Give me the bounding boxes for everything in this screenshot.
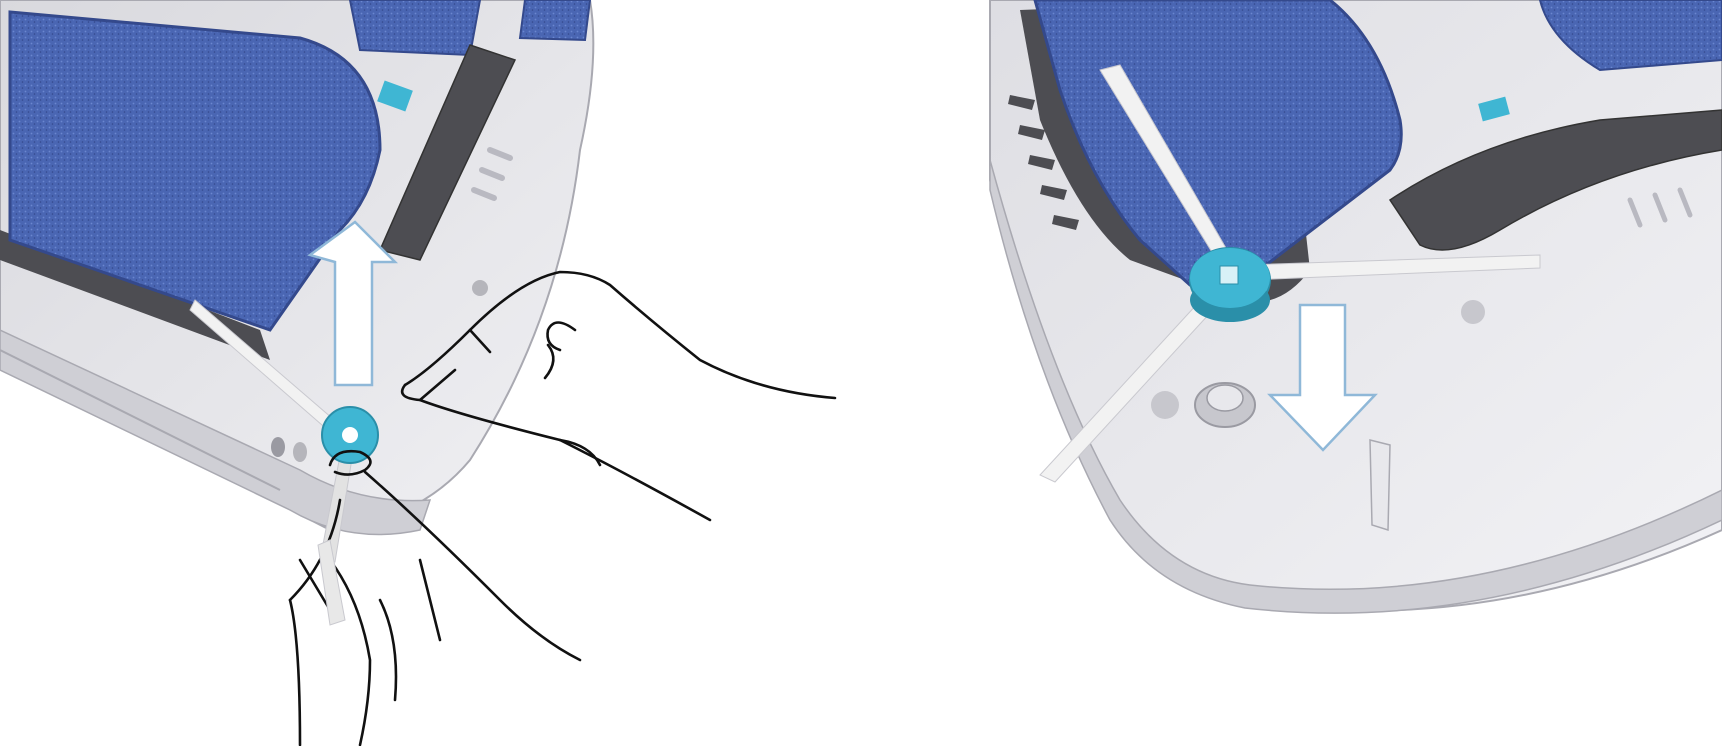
- filter-pad-top: [350, 0, 480, 55]
- filter-pad-top-right: [520, 0, 590, 40]
- remove-side-brush-panel: [0, 0, 860, 746]
- mounting-post: [1195, 383, 1255, 427]
- side-brush-icon: [322, 407, 378, 463]
- side-brush-icon: [1190, 248, 1270, 322]
- install-side-brush-panel: [980, 0, 1722, 746]
- install-side-brush-illustration: [980, 0, 1722, 746]
- screw-hole: [271, 437, 285, 457]
- remove-side-brush-illustration: [0, 0, 860, 746]
